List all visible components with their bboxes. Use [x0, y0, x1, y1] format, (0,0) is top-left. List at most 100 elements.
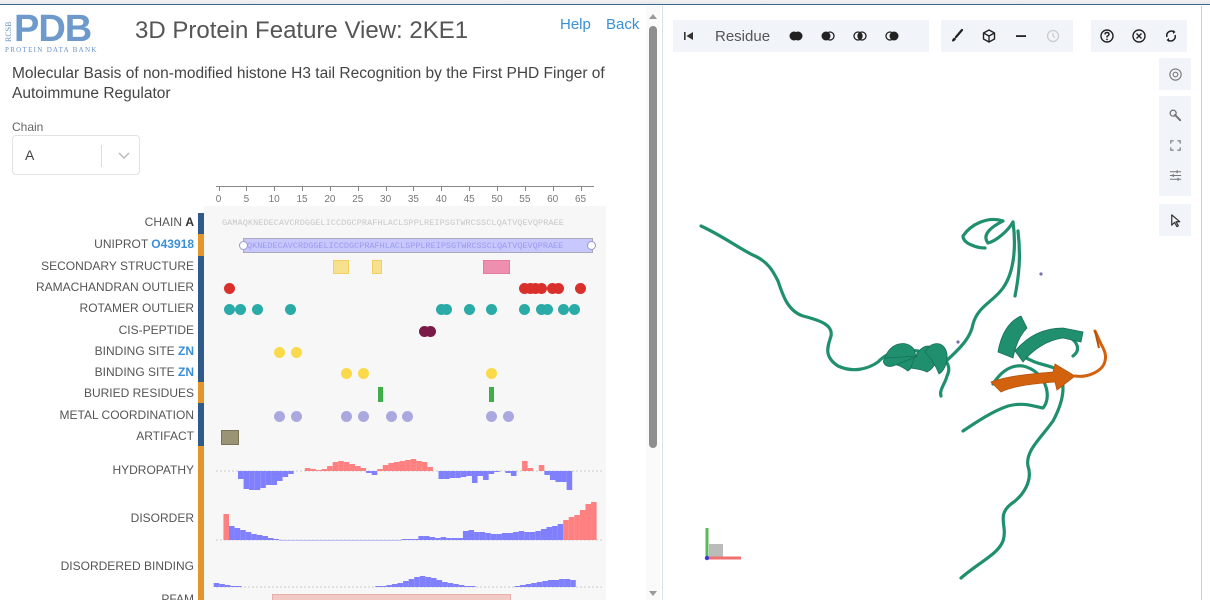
chain-label: Chain — [12, 120, 44, 134]
rotamer-outlier-marker[interactable] — [536, 303, 548, 315]
rotamer-outlier-marker[interactable] — [235, 303, 247, 315]
close-icon[interactable] — [1123, 20, 1155, 52]
metal-coordination-marker[interactable] — [341, 410, 353, 422]
help-toolbar — [1091, 20, 1187, 52]
brush-icon[interactable] — [941, 20, 973, 52]
fullscreen-icon[interactable] — [1159, 130, 1191, 160]
track-label-suffix[interactable]: O43918 — [151, 237, 194, 251]
pointer-icon[interactable] — [1159, 204, 1191, 236]
track-category-bar — [198, 361, 204, 382]
secondary-structure-element[interactable] — [483, 260, 511, 274]
metal-coordination-marker[interactable] — [357, 410, 369, 422]
rotamer-outlier-marker[interactable] — [569, 303, 581, 315]
residue-toolbar: Residue — [673, 20, 929, 52]
ramachandran-outlier-marker[interactable] — [547, 282, 559, 294]
ramachandran-outlier-marker[interactable] — [536, 282, 548, 294]
residue-right-icon[interactable] — [876, 20, 908, 52]
track-label: ARTIFACT — [136, 429, 194, 443]
track-label-name: CHAIN — [144, 215, 186, 229]
refresh-icon[interactable] — [1155, 20, 1187, 52]
track-label-suffix[interactable]: ZN — [178, 344, 194, 358]
track-category-bar — [198, 213, 204, 234]
first-icon[interactable] — [673, 20, 705, 52]
logo-subtitle: PROTEIN DATA BANK — [5, 46, 98, 54]
track-label-suffix[interactable]: ZN — [178, 365, 194, 379]
rotamer-outlier-marker[interactable] — [463, 303, 475, 315]
back-link[interactable]: Back — [606, 16, 640, 33]
track-category-bar — [198, 446, 204, 491]
rotamer-outlier-marker[interactable] — [519, 303, 531, 315]
binding-site-marker[interactable] — [274, 346, 286, 358]
rotamer-outlier-marker[interactable] — [441, 303, 453, 315]
track-label-name: ARTIFACT — [136, 429, 194, 443]
residue-all-icon[interactable] — [780, 20, 812, 52]
buried-residue-marker[interactable] — [488, 387, 494, 402]
track-label-name: BURIED RESIDUES — [83, 386, 194, 400]
screenshot-icon[interactable] — [1159, 58, 1191, 90]
ramachandran-outlier-marker[interactable] — [530, 282, 542, 294]
ramachandran-outlier-marker[interactable] — [224, 282, 236, 294]
artifact-marker[interactable] — [221, 430, 239, 445]
rotamer-outlier-marker[interactable] — [285, 303, 297, 315]
cis-peptide-marker[interactable] — [419, 325, 431, 337]
rotamer-outlier-marker[interactable] — [224, 303, 236, 315]
track-label-name: METAL COORDINATION — [59, 408, 194, 422]
chain-select[interactable]: A — [12, 135, 140, 175]
rcsb-pdb-logo[interactable]: RCSB PDB PROTEIN DATA BANK — [4, 8, 128, 54]
3d-viewer-pane: Residue — [662, 6, 1210, 600]
pfam-domain[interactable] — [271, 594, 512, 600]
rotamer-outlier-marker[interactable] — [251, 303, 263, 315]
ruler-tick — [246, 186, 248, 191]
track-label: DISORDERED BINDING — [61, 559, 194, 573]
residue-intersect-icon[interactable] — [844, 20, 876, 52]
ramachandran-outlier-marker[interactable] — [524, 282, 536, 294]
wrench-icon[interactable] — [1159, 100, 1191, 130]
metal-coordination-marker[interactable] — [485, 410, 497, 422]
buried-residue-marker[interactable] — [377, 387, 383, 402]
ruler-tick — [552, 186, 554, 191]
chevron-down-icon[interactable] — [113, 145, 135, 165]
ramachandran-outlier-marker[interactable] — [575, 282, 587, 294]
binding-site-marker[interactable] — [485, 367, 497, 379]
scroll-up-arrow-icon[interactable] — [649, 14, 657, 19]
metal-coordination-marker[interactable] — [385, 410, 397, 422]
rotamer-outlier-marker[interactable] — [485, 303, 497, 315]
secondary-structure-element[interactable] — [371, 260, 383, 274]
binding-site-marker[interactable] — [290, 346, 302, 358]
help-link[interactable]: Help — [560, 16, 591, 33]
minus-icon[interactable] — [1005, 20, 1037, 52]
scroll-down-arrow-icon[interactable] — [649, 591, 657, 596]
binding-site-marker[interactable] — [357, 367, 369, 379]
track-category-bar — [198, 403, 204, 425]
ruler-tick — [497, 186, 498, 191]
rotamer-outlier-marker[interactable] — [435, 303, 447, 315]
ruler-tick-label: 55 — [519, 194, 531, 205]
track-label: HYDROPATHY — [112, 463, 194, 477]
secondary-structure-element[interactable] — [332, 260, 349, 274]
sliders-icon[interactable] — [1159, 160, 1191, 190]
residue-mode-label[interactable]: Residue — [715, 27, 771, 45]
ruler-tick-label: 10 — [268, 194, 280, 205]
metal-coordination-marker[interactable] — [502, 410, 514, 422]
binding-site-marker[interactable] — [341, 367, 353, 379]
cis-peptide-marker[interactable] — [424, 325, 436, 337]
uniprot-mapping-bar[interactable]: QKNEDECAVCRDGGELICCDGCPRAFHLACLSPPLREIPS… — [243, 238, 593, 253]
track-category-bar — [198, 319, 204, 340]
left-pane-scrollbar[interactable] — [646, 6, 660, 600]
ruler-tick — [357, 186, 359, 191]
metal-coordination-marker[interactable] — [402, 410, 414, 422]
cube-icon[interactable] — [973, 20, 1005, 52]
help-icon[interactable] — [1091, 20, 1123, 52]
rotamer-outlier-marker[interactable] — [558, 303, 570, 315]
track-label-suffix: A — [185, 215, 194, 229]
scrollbar-thumb[interactable] — [649, 26, 657, 448]
metal-coordination-marker[interactable] — [274, 410, 286, 422]
rotamer-outlier-marker[interactable] — [541, 303, 553, 315]
ramachandran-outlier-marker[interactable] — [519, 282, 531, 294]
ruler-tick — [274, 186, 276, 191]
3d-molecule-canvas[interactable] — [663, 66, 1203, 600]
metal-coordination-marker[interactable] — [290, 410, 302, 422]
ruler-tick — [385, 186, 387, 191]
ramachandran-outlier-marker[interactable] — [552, 282, 564, 294]
residue-left-icon[interactable] — [812, 20, 844, 52]
